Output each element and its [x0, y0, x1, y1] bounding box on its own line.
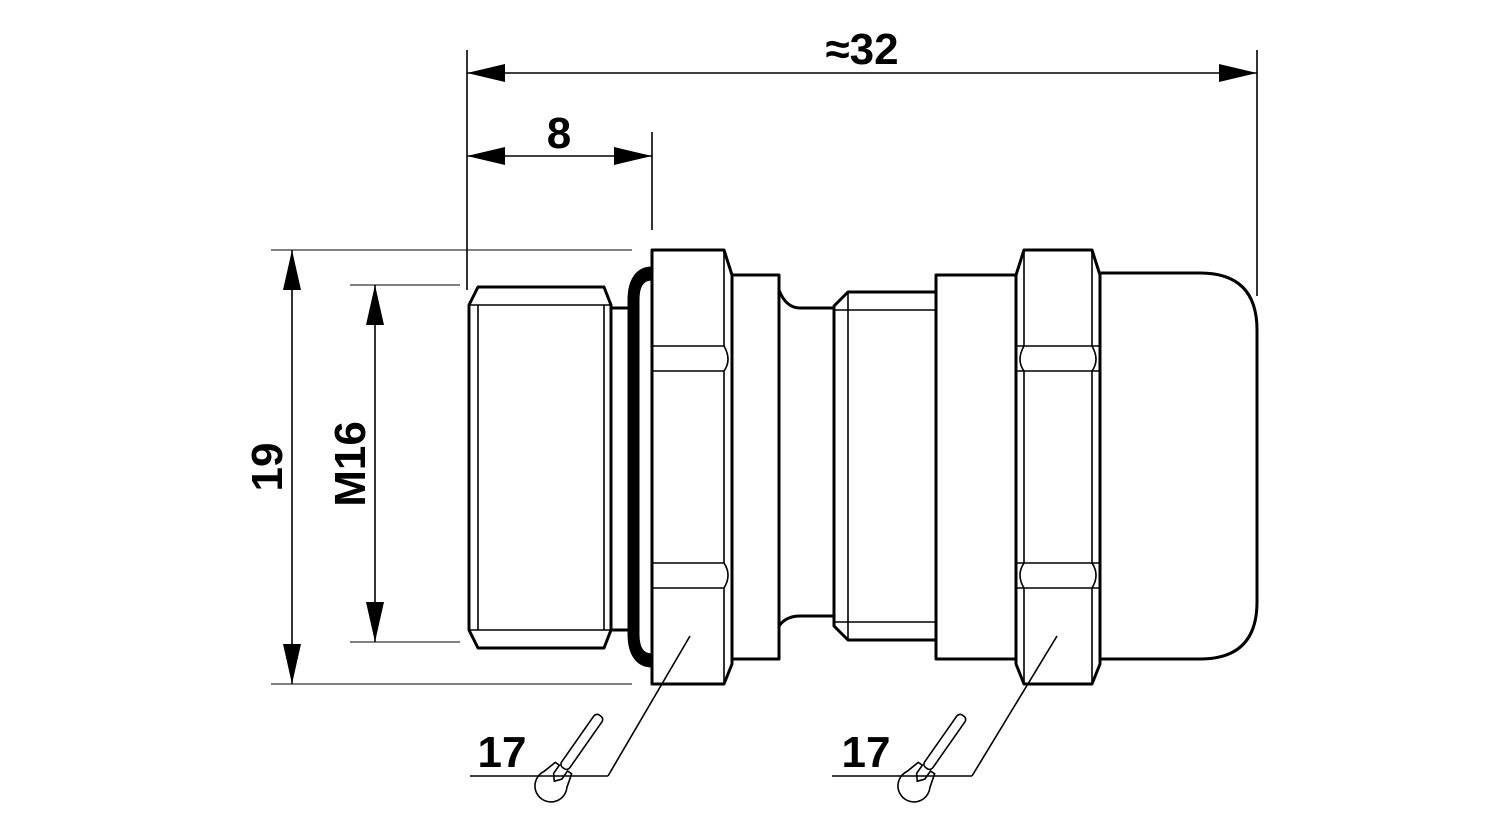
wrench-size-left-label: 17: [478, 728, 527, 777]
body-collar: [730, 273, 781, 661]
wrench-callout-right: 17: [832, 635, 1058, 803]
thread-size-label: M16: [326, 421, 375, 507]
wrench-icon: [534, 713, 604, 803]
wrench-icon: [897, 713, 967, 803]
outer-diameter-dimension: 19: [243, 249, 632, 685]
body-hex-nut: [650, 248, 734, 686]
entry-thread: [467, 285, 632, 650]
sealing-ring: [627, 266, 653, 668]
thread-size-dimension: M16: [326, 284, 460, 643]
dome-hex-nut: [1014, 248, 1102, 686]
thread-length-dimension: 8: [467, 109, 653, 230]
dome-cap: [1100, 271, 1259, 661]
wrench-callout-left: 17: [470, 635, 691, 803]
body-neck: [777, 289, 834, 627]
cable-gland-body: [467, 248, 1259, 686]
dome-nut-flange: [934, 273, 1018, 661]
outer-diameter-label: 19: [243, 443, 292, 492]
overall-length-label: ≈32: [825, 25, 898, 74]
thread-length-label: 8: [547, 109, 571, 158]
middle-thread: [832, 290, 938, 642]
overall-length-dimension: ≈32: [466, 25, 1258, 296]
wrench-size-right-label: 17: [842, 728, 891, 777]
